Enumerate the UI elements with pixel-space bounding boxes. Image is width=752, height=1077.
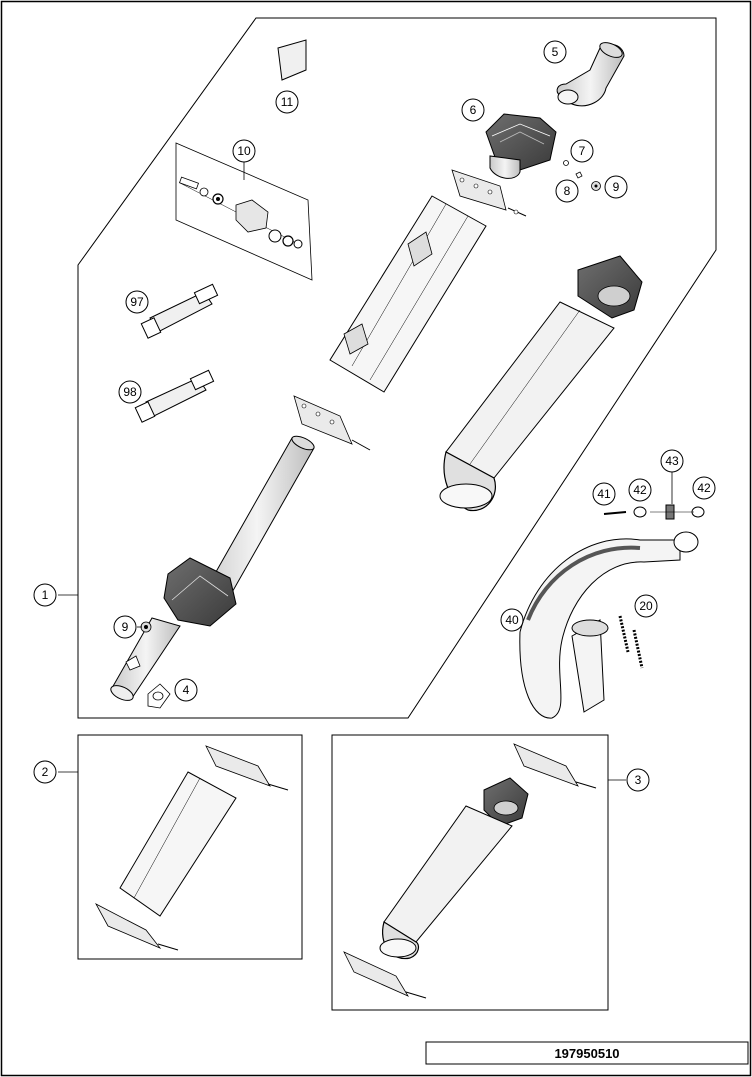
subassembly-2-frame [77,734,303,960]
main-assembly-frame [77,17,717,719]
callout-41: 41 [592,482,616,506]
svg-text:2: 2 [42,765,49,779]
silencer-housing-part [329,195,487,393]
svg-text:8: 8 [564,184,571,198]
flange-gasket-mid [293,395,371,451]
muffler-body-part [439,301,615,512]
callout-97: 97 [125,290,149,314]
callout-43: 43 [660,449,684,473]
subassembly-3-frame [331,734,609,1011]
svg-text:4: 4 [183,683,190,697]
subassembly-2-parts [95,745,289,951]
svg-text:9: 9 [122,620,129,634]
callout-8: 8 [555,179,579,203]
sticker-part [277,39,307,81]
callout-9-top: 9 [604,175,628,199]
bolts-washers-part [603,504,705,520]
callout-10: 10 [232,139,256,163]
springs-part [618,615,644,669]
callout-11: 11 [275,90,299,114]
leader-lines [58,162,626,781]
callout-4: 4 [174,678,198,702]
svg-text:10: 10 [237,144,251,158]
end-cap-part [485,113,557,179]
callout-5: 5 [543,40,567,64]
svg-text:11: 11 [281,95,294,109]
svg-text:42: 42 [697,481,711,495]
callout-98: 98 [118,380,142,404]
callout-1: 1 [33,583,57,607]
nut-and-gasket-bottom [125,621,171,709]
svg-text:6: 6 [470,103,477,117]
svg-text:42: 42 [633,483,647,497]
svg-text:9: 9 [613,180,620,194]
part-number-box: 197950510 [425,1041,749,1065]
svg-text:40: 40 [505,613,519,627]
callout-40: 40 [500,608,524,632]
silencer-tube-part [110,435,315,701]
callout-2: 2 [33,760,57,784]
sealant-tube-98 [134,369,215,423]
svg-text:20: 20 [639,599,653,613]
svg-text:3: 3 [635,773,642,787]
svg-text:43: 43 [665,454,679,468]
callout-42-right: 42 [692,476,716,500]
bolt-kit-part [175,142,313,281]
small-fasteners-top [563,160,601,191]
svg-text:5: 5 [552,45,559,59]
svg-text:1: 1 [42,588,49,602]
header-pipe-part [519,531,699,719]
end-pipe-insert-part [556,42,625,107]
sealant-tube-97 [140,283,219,339]
svg-text:97: 97 [130,295,144,309]
subassembly-3-parts [343,743,597,999]
flange-gasket-top [451,169,527,217]
svg-text:41: 41 [597,487,611,501]
hex-end-cap-part [577,255,643,319]
callout-42-left: 42 [628,478,652,502]
svg-text:98: 98 [123,385,137,399]
callout-20: 20 [634,594,658,618]
callout-6: 6 [461,98,485,122]
callout-3: 3 [626,768,650,792]
svg-text:197950510: 197950510 [554,1046,619,1061]
callout-9-left: 9 [113,615,137,639]
callout-7: 7 [570,139,594,163]
svg-text:7: 7 [579,144,586,158]
